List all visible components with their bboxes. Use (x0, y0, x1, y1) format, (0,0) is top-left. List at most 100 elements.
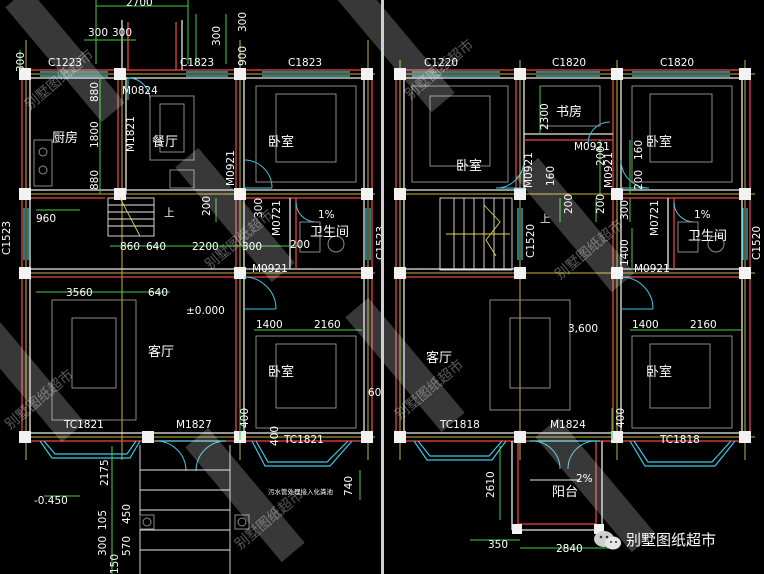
door-m0921-b: M0921 (252, 263, 288, 275)
dim-2160: 2160 (314, 319, 341, 331)
room-bedroom-top-left: 卧室 (268, 134, 294, 150)
left-windows (23, 71, 371, 467)
dim-160-b: 160 (633, 140, 645, 160)
window-c1820-a: C1820 (552, 57, 586, 69)
slope-1pct-right: 1% (694, 209, 711, 221)
dim-150: 150 (109, 554, 121, 574)
dim-880-b: 880 (89, 170, 101, 190)
dim-top-300-c: 300 (211, 26, 223, 46)
dim-200-a: 200 (201, 196, 213, 216)
right-dimensions (470, 86, 742, 549)
dim-60: 60 (368, 387, 381, 399)
dim-300-h: 300 (619, 200, 631, 220)
dim-300-g: 300 (97, 536, 109, 556)
left-furniture (33, 85, 357, 530)
door-m0921-a: M0921 (225, 150, 237, 186)
left-doors (127, 77, 317, 472)
dim-640-b: 640 (148, 287, 168, 299)
room-bedroom-top-left-right: 卧室 (456, 158, 482, 174)
window-tc1821-b: TC1821 (283, 434, 324, 446)
room-bedroom-top-right: 卧室 (646, 134, 672, 150)
room-living-right: 客厅 (426, 350, 452, 366)
window-c1520-mid: C1520 (525, 224, 537, 258)
room-bathroom-right: 卫生间 (688, 229, 727, 244)
room-living-left: 客厅 (148, 344, 174, 360)
dim-2200: 2200 (192, 241, 219, 253)
room-kitchen: 厨房 (52, 130, 78, 146)
dim-top-300-b: 300 (112, 27, 132, 39)
axis-lines (20, 40, 755, 460)
dim-880-a: 880 (89, 82, 101, 102)
room-study: 书房 (556, 104, 582, 120)
left-dimensions (19, 0, 362, 574)
dim-200-b: 200 (290, 239, 310, 251)
door-m0921-r-b: M0921 (603, 152, 615, 188)
dim-1400: 1400 (256, 319, 283, 331)
room-bedroom-bottom-right: 卧室 (646, 364, 672, 380)
dim-160-a: 160 (545, 166, 557, 186)
dim-2160-r: 2160 (690, 319, 717, 331)
dim-350: 350 (488, 539, 508, 551)
watermark-strips (0, 0, 655, 563)
dim-300-f: 300 (253, 198, 265, 218)
window-c1520-right: C1520 (751, 226, 763, 260)
dim-2840: 2840 (556, 543, 583, 555)
room-bathroom-left: 卫生间 (310, 225, 349, 240)
window-tc1821-a: TC1821 (63, 419, 104, 431)
dim-top-900: 900 (237, 46, 249, 66)
logo-text: 别墅图纸超市 (626, 531, 716, 549)
dim-450: 450 (121, 504, 133, 524)
dim-105: 105 (97, 510, 109, 530)
left-stairs (107, 197, 231, 574)
level-minus: -0.450 (34, 495, 68, 507)
dim-400-a: 400 (239, 408, 251, 428)
door-m0921-r-a: M0921 (523, 152, 535, 188)
left-walls (21, 20, 373, 442)
window-c1220: C1220 (424, 57, 458, 69)
right-windows (412, 71, 748, 467)
left-columns (19, 68, 373, 443)
brand-logo: 别墅图纸超市 (592, 526, 752, 554)
plan-divider (381, 0, 384, 574)
dim-2300: 2300 (539, 103, 551, 130)
slope-1pct-left: 1% (318, 209, 335, 221)
window-tc1818-a: TC1818 (439, 419, 480, 431)
dim-860: 860 (120, 241, 140, 253)
dim-200-d: 200 (563, 194, 575, 214)
door-m0921-r-c: M0921 (634, 263, 670, 275)
window-c1523-left: C1523 (1, 221, 13, 255)
window-c1223: C1223 (48, 57, 82, 69)
right-furniture (411, 85, 733, 429)
dim-960: 960 (36, 213, 56, 225)
dim-640-a: 640 (146, 241, 166, 253)
room-bedroom-bottom-left: 卧室 (268, 364, 294, 380)
sewage-note: 污水管处理接入化粪池 (268, 487, 334, 496)
room-balcony: 阳台 (552, 485, 578, 500)
dim-top-300-a: 300 (88, 27, 108, 39)
dim-3600: 3,600 (568, 323, 598, 335)
door-m0721-right: M0721 (649, 200, 661, 236)
door-m1827: M1827 (176, 419, 212, 431)
dim-200-c: 200 (633, 170, 645, 190)
door-m1821: M1821 (125, 116, 137, 152)
wechat-icon: 别墅图纸超市 (594, 531, 716, 550)
slope-2pct: 2% (576, 473, 593, 485)
level-zero: ±0.000 (186, 305, 225, 317)
dim-570: 570 (121, 536, 133, 556)
dim-400-b: 400 (269, 426, 281, 446)
window-tc1818-b: TC1818 (659, 434, 700, 446)
door-m1824: M1824 (550, 419, 586, 431)
dim-1800: 1800 (89, 121, 101, 148)
dim-3560: 3560 (66, 287, 93, 299)
window-c1823-a: C1823 (180, 57, 214, 69)
right-stairs (439, 197, 513, 271)
dim-200-e: 200 (595, 194, 607, 214)
dim-400-r: 400 (615, 408, 627, 428)
door-m0824: M0824 (122, 85, 158, 97)
dim-2175: 2175 (99, 459, 111, 486)
dim-200-f: 200 (595, 146, 607, 166)
dim-740: 740 (343, 476, 355, 496)
dim-1400-r-b: 1400 (632, 319, 659, 331)
window-c1823-b: C1823 (288, 57, 322, 69)
